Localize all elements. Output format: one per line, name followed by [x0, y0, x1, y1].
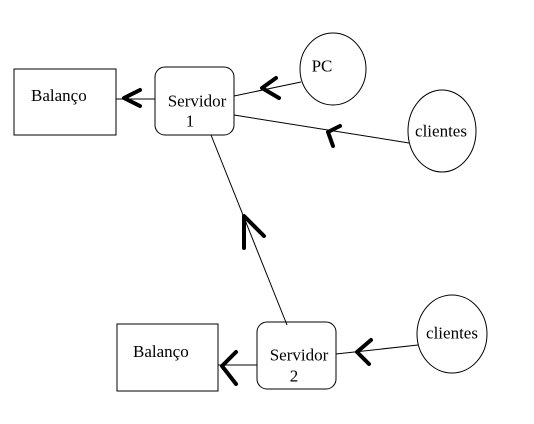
- servidor2-label-line2: 2: [289, 366, 299, 386]
- servidor1-box: [154, 66, 235, 136]
- servidor2-box: [256, 321, 337, 390]
- servidor2-label-line1: Servidor: [269, 345, 329, 365]
- pc-circle: [299, 32, 367, 106]
- balanco-bottom-label: Balanço: [133, 342, 189, 361]
- arrowhead-to-balanco-bottom: [220, 350, 238, 386]
- arrowhead-clientes-to-servidor1: [326, 124, 342, 148]
- balanco-top-box: [13, 68, 117, 136]
- clientes-top-label: clientes: [415, 121, 467, 141]
- servidor1-label-line2: 1: [185, 111, 195, 131]
- edge-clientes-servidor2: [335, 344, 419, 355]
- clientes-top-circle: [407, 89, 477, 173]
- servidor1-label-line1: Servidor: [167, 91, 227, 111]
- clientes-bottom-label: clientes: [426, 323, 478, 343]
- pc-label: PC: [311, 56, 333, 76]
- clientes-bottom-circle: [416, 294, 488, 374]
- arrowhead-to-balanco-top: [122, 88, 142, 108]
- arrowhead-servidor2-to-servidor1: [242, 214, 266, 250]
- edge-servidor2-servidor1: [210, 134, 288, 326]
- edge-clientes-servidor1: [233, 114, 410, 144]
- arrowhead-pc-to-servidor1: [260, 76, 281, 100]
- balanco-top-label: Balanço: [31, 86, 87, 105]
- arrowhead-clientes-to-servidor2: [355, 338, 373, 366]
- balanco-bottom-box: [116, 323, 219, 392]
